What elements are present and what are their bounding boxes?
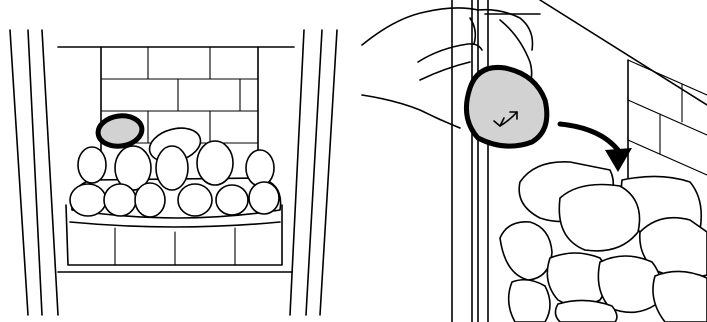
- panel-pebble-placement-detail: [362, 0, 707, 322]
- panel-fireplace-overview: [10, 30, 337, 315]
- pebble-bed-detail: [500, 162, 707, 322]
- highlighted-pebble-right: [466, 67, 546, 146]
